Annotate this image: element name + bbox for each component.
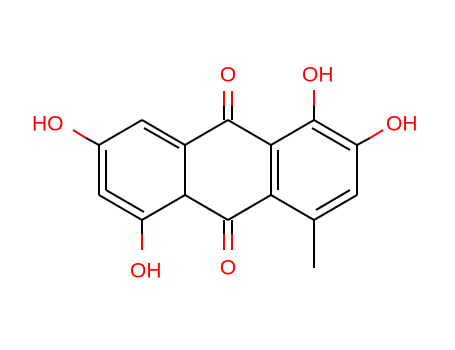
carbonyl-oxygen-top: O bbox=[220, 64, 236, 87]
bond bbox=[141, 119, 186, 146]
right-ring bbox=[270, 119, 358, 221]
central-ring bbox=[184, 119, 272, 221]
carbonyl-oxygen-bottom: O bbox=[220, 257, 236, 280]
carbonyl-bottom-bond bbox=[223, 220, 233, 250]
bond bbox=[313, 194, 358, 221]
bond bbox=[369, 129, 384, 139]
hydroxyl-7: HO bbox=[32, 113, 64, 136]
bond bbox=[98, 119, 143, 146]
bond bbox=[141, 194, 186, 221]
bond bbox=[227, 119, 272, 146]
double-bond-inner bbox=[143, 127, 180, 149]
bond bbox=[227, 194, 272, 221]
carbonyl-top-bond bbox=[223, 91, 233, 120]
atom-labels: O O OH OH HO OH bbox=[32, 64, 418, 283]
hydroxyl-1: OH bbox=[302, 64, 334, 87]
bond bbox=[85, 137, 100, 146]
bond bbox=[184, 194, 229, 221]
bond bbox=[313, 119, 358, 146]
hydroxyl-2: OH bbox=[386, 113, 418, 136]
bond bbox=[72, 129, 87, 139]
double-bond-inner bbox=[311, 127, 351, 151]
left-ring bbox=[98, 119, 186, 221]
bond bbox=[98, 194, 143, 221]
bond bbox=[184, 119, 229, 146]
bond bbox=[270, 119, 315, 146]
hydroxyl-5: OH bbox=[130, 260, 162, 283]
bond bbox=[270, 194, 315, 221]
double-bond-inner bbox=[315, 189, 351, 211]
bond bbox=[356, 137, 371, 146]
substituent-bonds bbox=[72, 90, 384, 268]
double-bond-inner bbox=[105, 189, 145, 213]
